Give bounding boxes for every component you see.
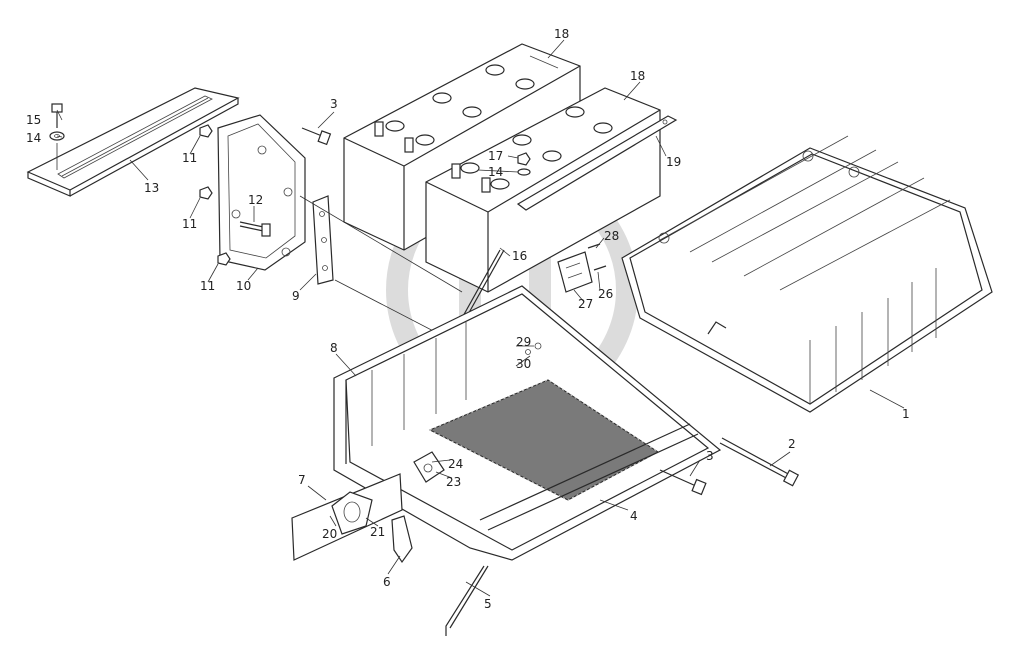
callout-23: 23 [446,475,461,489]
nut-11c [217,252,231,266]
leader-lines [56,39,905,597]
callout-18a: 18 [554,27,569,41]
battery-box-lid [621,135,993,413]
bolt-12 [239,221,271,237]
callout-8: 8 [330,341,338,355]
battery-rear [343,43,581,251]
callout-13: 13 [144,181,159,195]
callout-20: 20 [322,527,337,541]
callout-6: 6 [383,575,391,589]
callout-28: 28 [604,229,619,243]
callout-7: 7 [298,473,306,487]
callout-labels: 1 2 3 3 4 5 6 7 8 9 10 11 11 11 12 13 14… [26,27,910,611]
callout-5: 5 [484,597,492,611]
callout-21: 21 [370,525,385,539]
callout-11a: 11 [182,151,197,165]
handle-rod-5 [445,565,489,636]
callout-18b: 18 [630,69,645,83]
callout-3b: 3 [706,449,714,463]
bolt-3b [659,469,707,496]
nut-11b [199,186,213,200]
callout-17: 17 [488,149,503,163]
top-cover-plate [26,87,240,197]
washer-14b [517,168,531,176]
nut-11a [199,124,213,138]
callout-14a: 14 [26,131,41,145]
rod-16 [461,249,505,319]
tray-rail-4 [479,423,699,531]
callout-12: 12 [248,193,263,207]
callout-14b: 14 [488,165,503,179]
screw-29-30 [525,342,542,355]
callout-27: 27 [578,297,593,311]
lock-20-21 [331,491,373,535]
callout-30: 30 [516,357,531,371]
screw-28 [587,243,601,249]
bolt-2 [719,437,800,487]
nut-17 [517,152,531,166]
bolt-15 [51,103,63,128]
latch-6 [391,515,413,564]
callout-19: 19 [666,155,681,169]
callout-10: 10 [236,279,251,293]
callout-4: 4 [630,509,638,523]
switch-27 [557,251,593,293]
callout-16: 16 [512,249,527,263]
callout-24: 24 [448,457,463,471]
callout-26: 26 [598,287,613,301]
callout-15: 15 [26,113,41,127]
clamp-bar-19 [516,115,678,211]
bracket-plate [312,195,334,285]
screw-26 [593,265,607,271]
callout-11c: 11 [200,279,215,293]
callout-3a: 3 [330,97,338,111]
callout-29: 29 [516,335,531,349]
callout-1: 1 [902,407,910,421]
callout-9: 9 [292,289,300,303]
hinge-23-24 [413,451,445,483]
bolt-3a [301,127,332,146]
callout-11b: 11 [182,217,197,231]
callout-2: 2 [788,437,796,451]
